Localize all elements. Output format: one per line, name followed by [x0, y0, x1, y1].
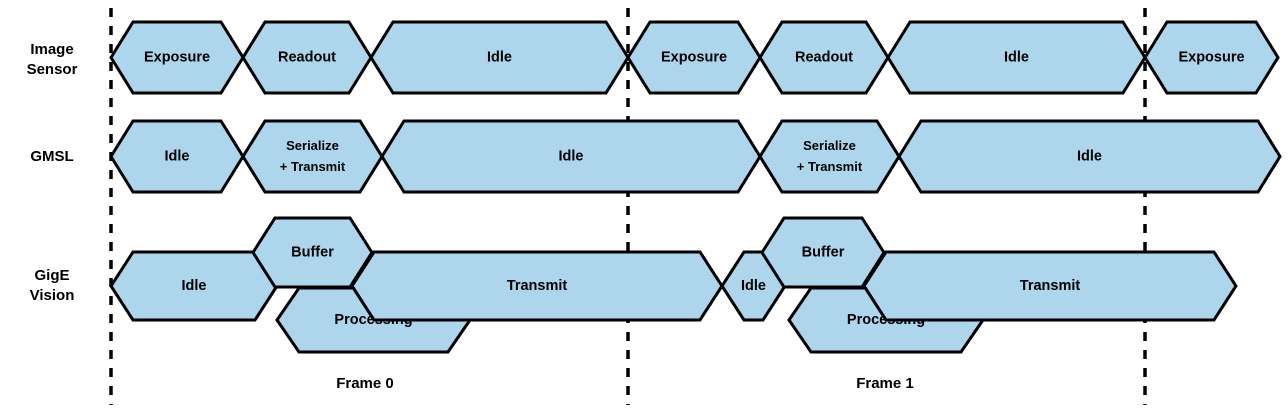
block-gmsl-idle-1[interactable]: Idle	[380, 119, 762, 194]
block-label-is-exposure-2: Exposure	[1178, 49, 1244, 65]
block-label-gmsl-serialize-1-line1: Serialize	[803, 138, 856, 153]
block-is-exposure-2[interactable]: Exposure	[1143, 20, 1280, 95]
frame-divider-lines	[109, 8, 1147, 405]
block-label-is-idle-1: Idle	[1004, 49, 1029, 65]
lane-label-image-sensor-line2: Sensor	[27, 61, 78, 78]
block-label-gmsl-idle-2: Idle	[1077, 148, 1102, 164]
block-label-gige-buffer-1: Buffer	[802, 244, 845, 260]
block-shape-is-readout-0	[241, 20, 373, 95]
block-is-readout-1[interactable]: Readout	[758, 20, 890, 95]
block-shape-is-exposure-2	[1143, 20, 1280, 95]
block-shape-gige-transmit-0	[350, 250, 724, 322]
block-label-gmsl-serialize-0-line2: + Transmit	[280, 159, 346, 174]
block-is-idle-1[interactable]: Idle	[886, 20, 1147, 95]
block-label-is-exposure-0: Exposure	[144, 49, 210, 65]
block-label-gmsl-serialize-0-line1: Serialize	[286, 138, 339, 153]
block-is-readout-0[interactable]: Readout	[241, 20, 373, 95]
block-is-exposure-0[interactable]: Exposure	[109, 20, 245, 95]
block-shape-is-idle-0	[369, 20, 630, 95]
lane-gige-vision: IdleBufferProcessingTransmitIdleBufferPr…	[109, 216, 1238, 354]
block-shape-gmsl-idle-2	[897, 119, 1282, 194]
block-gige-buffer-0[interactable]: Buffer	[251, 216, 374, 289]
block-label-gmsl-idle-0: Idle	[165, 148, 190, 164]
lane-gmsl: Idle Serialize + Transmit Idle Serialize + Tr…	[109, 119, 1282, 194]
block-label-is-readout-1: Readout	[795, 49, 853, 65]
block-gmsl-serialize-0[interactable]: Serialize + Transmit	[241, 119, 384, 194]
block-label-is-idle-0: Idle	[487, 49, 512, 65]
block-label-gmsl-serialize-1-line2: + Transmit	[797, 159, 863, 174]
block-gige-idle-0[interactable]: Idle	[109, 250, 279, 322]
frame-labels: Frame 0 Frame 1	[336, 375, 914, 392]
block-gige-transmit-0[interactable]: Transmit	[350, 250, 724, 322]
block-shape-gige-transmit-1	[862, 250, 1238, 322]
block-gige-buffer-1[interactable]: Buffer	[760, 216, 886, 289]
block-label-is-readout-0: Readout	[278, 49, 336, 65]
block-shape-gmsl-idle-0	[109, 119, 245, 194]
block-is-idle-0[interactable]: Idle	[369, 20, 630, 95]
lane-label-gige-vision-line1: GigE	[34, 267, 69, 284]
block-label-gige-buffer-0: Buffer	[291, 244, 334, 260]
frame-label-frame-1: Frame 1	[856, 375, 914, 392]
block-gige-transmit-1[interactable]: Transmit	[862, 250, 1238, 322]
block-shape-is-exposure-0	[109, 20, 245, 95]
block-label-gmsl-idle-1: Idle	[559, 148, 584, 164]
block-shape-is-idle-1	[886, 20, 1147, 95]
block-shape-gmsl-serialize-1	[758, 119, 901, 194]
block-shape-is-readout-1	[758, 20, 890, 95]
lane-label-gige-vision: GigE Vision	[30, 267, 75, 304]
block-label-gige-idle-1: Idle	[741, 278, 766, 294]
block-shape-gmsl-serialize-0	[241, 119, 384, 194]
block-label-gige-transmit-1: Transmit	[1020, 278, 1081, 294]
block-shape-is-exposure-1	[626, 20, 762, 95]
lane-label-gige-vision-line2: Vision	[30, 287, 75, 304]
frame-label-frame-0: Frame 0	[336, 375, 394, 392]
lane-label-gmsl-line1: GMSL	[30, 148, 73, 165]
block-gmsl-serialize-1[interactable]: Serialize + Transmit	[758, 119, 901, 194]
block-label-is-exposure-1: Exposure	[661, 49, 727, 65]
block-label-gige-transmit-0: Transmit	[507, 278, 568, 294]
lane-label-image-sensor-line1: Image	[30, 41, 73, 58]
lane-label-gmsl: GMSL	[30, 148, 73, 165]
block-gmsl-idle-0[interactable]: Idle	[109, 119, 245, 194]
block-is-exposure-1[interactable]: Exposure	[626, 20, 762, 95]
lane-image-sensor: Exposure Readout Idle Exposure Readout Idle Ex…	[109, 20, 1280, 95]
block-gmsl-idle-2[interactable]: Idle	[897, 119, 1282, 194]
block-label-gige-idle-0: Idle	[182, 278, 207, 294]
block-shape-gmsl-idle-1	[380, 119, 762, 194]
